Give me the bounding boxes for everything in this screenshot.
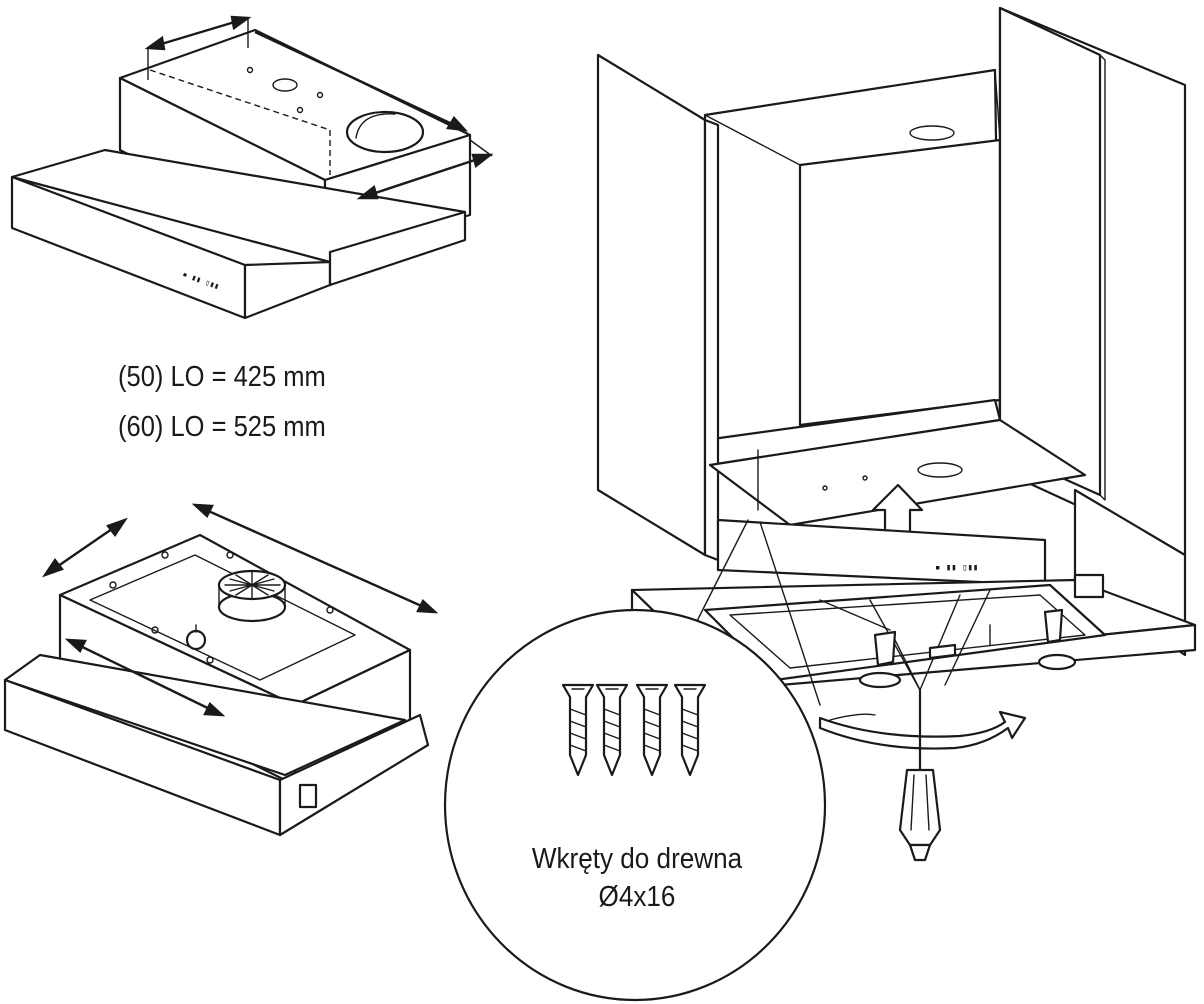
cabinet-installation: ▪ ▮▮ ▯▮▮ [596, 6, 1197, 862]
screw-icon [635, 683, 669, 777]
screw-caption: Wkręty do drewna Ø4x16 [452, 840, 822, 916]
screw-icon [673, 683, 707, 777]
screw-icon [561, 683, 595, 777]
dimension-label-50: (50) LO = 425 mm [118, 361, 326, 393]
hood-top-view: ▪ ▮▮ ▯▮▮ [10, 15, 494, 320]
screw-magnifier [443, 519, 827, 1002]
screw-name: Wkręty do drewna [531, 843, 743, 875]
screw-icon [595, 683, 629, 777]
hood-bottom-view [3, 503, 439, 837]
screw-size: Ø4x16 [598, 881, 676, 913]
dimension-arrow [144, 15, 494, 200]
dimension-label-60: (60) LO = 525 mm [118, 411, 326, 443]
dimension-arrow [42, 503, 439, 717]
svg-text:▪ ▮▮ ▯▮▮: ▪ ▮▮ ▯▮▮ [935, 563, 978, 573]
